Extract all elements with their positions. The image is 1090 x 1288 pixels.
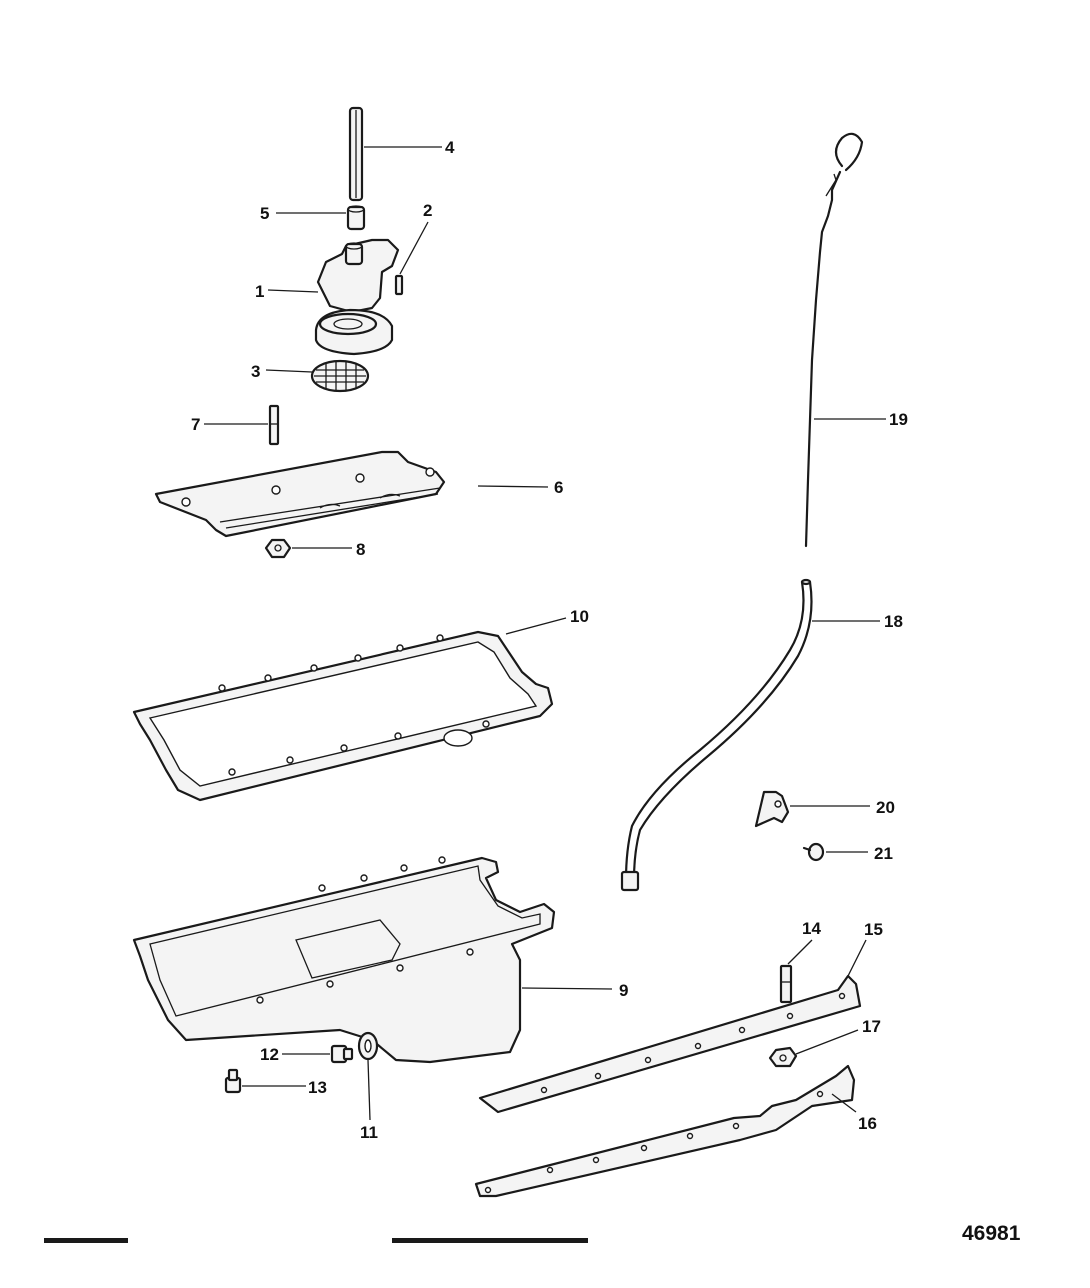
callout-4: 4 (445, 138, 455, 157)
callout-15: 15 (864, 920, 883, 939)
part-13-bolt (224, 1068, 242, 1094)
callout-5: 5 (260, 204, 269, 223)
callout-20: 20 (876, 798, 895, 817)
callout-8: 8 (356, 540, 365, 559)
part-16-side-gasket (474, 1064, 856, 1198)
callout-9: 9 (619, 981, 628, 1000)
callout-3: 3 (251, 362, 260, 381)
part-1-oil-pump (314, 238, 400, 356)
part-19-dipstick (804, 132, 864, 548)
callout-16: 16 (858, 1114, 877, 1133)
callout-11: 11 (360, 1123, 378, 1142)
callout-10: 10 (570, 607, 589, 626)
figure-number: 46981 (962, 1222, 1021, 1245)
part-20-clip (754, 790, 790, 828)
part-4-pickup-tube (348, 106, 364, 202)
part-14-stud (779, 964, 793, 1004)
callout-7: 7 (191, 415, 200, 434)
callout-labels: 1 2 3 4 5 6 7 8 9 10 11 12 13 14 15 16 1… (191, 138, 908, 1142)
leader-lines (204, 146, 886, 1121)
callout-1: 1 (255, 282, 264, 301)
callout-12: 12 (260, 1045, 279, 1064)
part-12-drain-plug (330, 1044, 354, 1064)
callout-21: 21 (874, 844, 893, 863)
cropped-footer-text (44, 1238, 588, 1243)
part-2-screw (394, 274, 404, 296)
part-11-washer (357, 1031, 379, 1061)
part-7-stud (268, 404, 280, 446)
callout-18: 18 (884, 612, 903, 631)
callout-13: 13 (308, 1078, 327, 1097)
part-10-oil-pan-gasket (132, 630, 554, 802)
callout-6: 6 (554, 478, 563, 497)
callout-19: 19 (889, 410, 908, 429)
part-9-oil-pan (132, 856, 556, 1064)
part-17-nut (768, 1046, 798, 1068)
part-5-bushing (346, 205, 366, 231)
part-18-dipstick-tube (620, 578, 813, 892)
callout-14: 14 (802, 919, 821, 938)
part-15-side-gasket (478, 974, 862, 1114)
part-21-screw (802, 842, 825, 862)
part-3-screen (310, 359, 370, 393)
part-8-nut (264, 538, 292, 559)
part-6-baffle (154, 450, 446, 538)
callout-17: 17 (862, 1017, 881, 1036)
callout-2: 2 (423, 201, 432, 220)
